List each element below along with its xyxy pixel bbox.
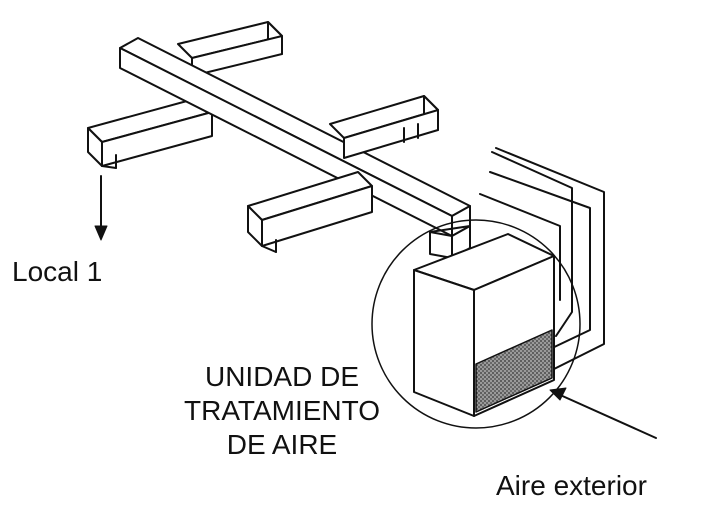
duct-branch-back bbox=[177, 21, 283, 77]
local-1-label: Local 1 bbox=[12, 256, 103, 287]
filter-grille bbox=[475, 329, 553, 413]
outside-air-duct bbox=[479, 147, 605, 373]
unit-label-line-1: UNIDAD DE bbox=[204, 361, 359, 392]
unit-label: UNIDAD DE TRATAMIENTO DE AIRE bbox=[152, 360, 412, 462]
unit-highlight-circle bbox=[371, 219, 581, 429]
outside-air-label: Aire exterior bbox=[496, 470, 647, 501]
air-handling-unit bbox=[413, 233, 555, 417]
unit-label-line-2: TRATAMIENTO bbox=[184, 395, 380, 426]
duct-branch-left bbox=[87, 97, 213, 169]
unit-label-line-3: DE AIRE bbox=[226, 429, 338, 460]
arrow-down-icon bbox=[94, 175, 108, 241]
arrow-intake-icon bbox=[549, 387, 657, 439]
duct-branch-front bbox=[247, 171, 373, 253]
duct-branch-right bbox=[329, 95, 439, 159]
